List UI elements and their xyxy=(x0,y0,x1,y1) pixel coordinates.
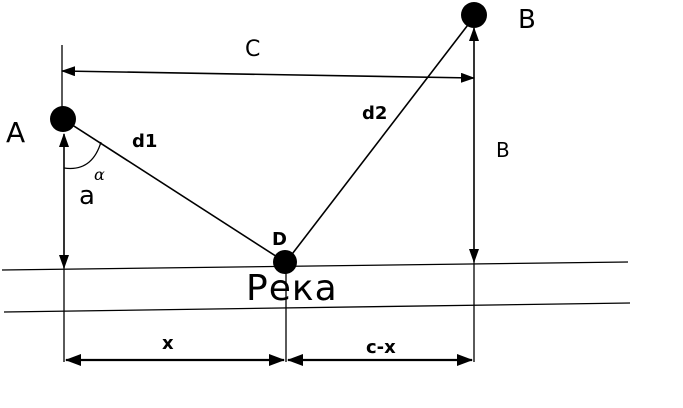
label-cx: c-x xyxy=(366,337,396,358)
point-a-dot xyxy=(50,106,76,132)
segment-d2 xyxy=(285,16,475,263)
river-bank-lower xyxy=(3,302,631,313)
label-point-d: D xyxy=(272,229,287,250)
point-b-dot xyxy=(461,2,487,28)
label-a: a xyxy=(79,181,95,211)
point-d-dot xyxy=(273,250,297,274)
label-d1: d1 xyxy=(132,131,157,152)
label-point-b: B xyxy=(518,5,536,35)
river-bank-upper xyxy=(1,261,629,271)
label-d2: d2 xyxy=(362,103,387,124)
label-b: B xyxy=(496,138,510,162)
label-point-a: A xyxy=(6,116,25,149)
angle-alpha-arc xyxy=(63,141,102,170)
c-dimension-arrow xyxy=(61,66,475,83)
label-river: Река xyxy=(246,268,338,309)
label-c: C xyxy=(245,37,260,62)
segment-d1 xyxy=(62,118,286,263)
label-alpha: α xyxy=(94,165,105,184)
label-x: x xyxy=(162,333,174,354)
